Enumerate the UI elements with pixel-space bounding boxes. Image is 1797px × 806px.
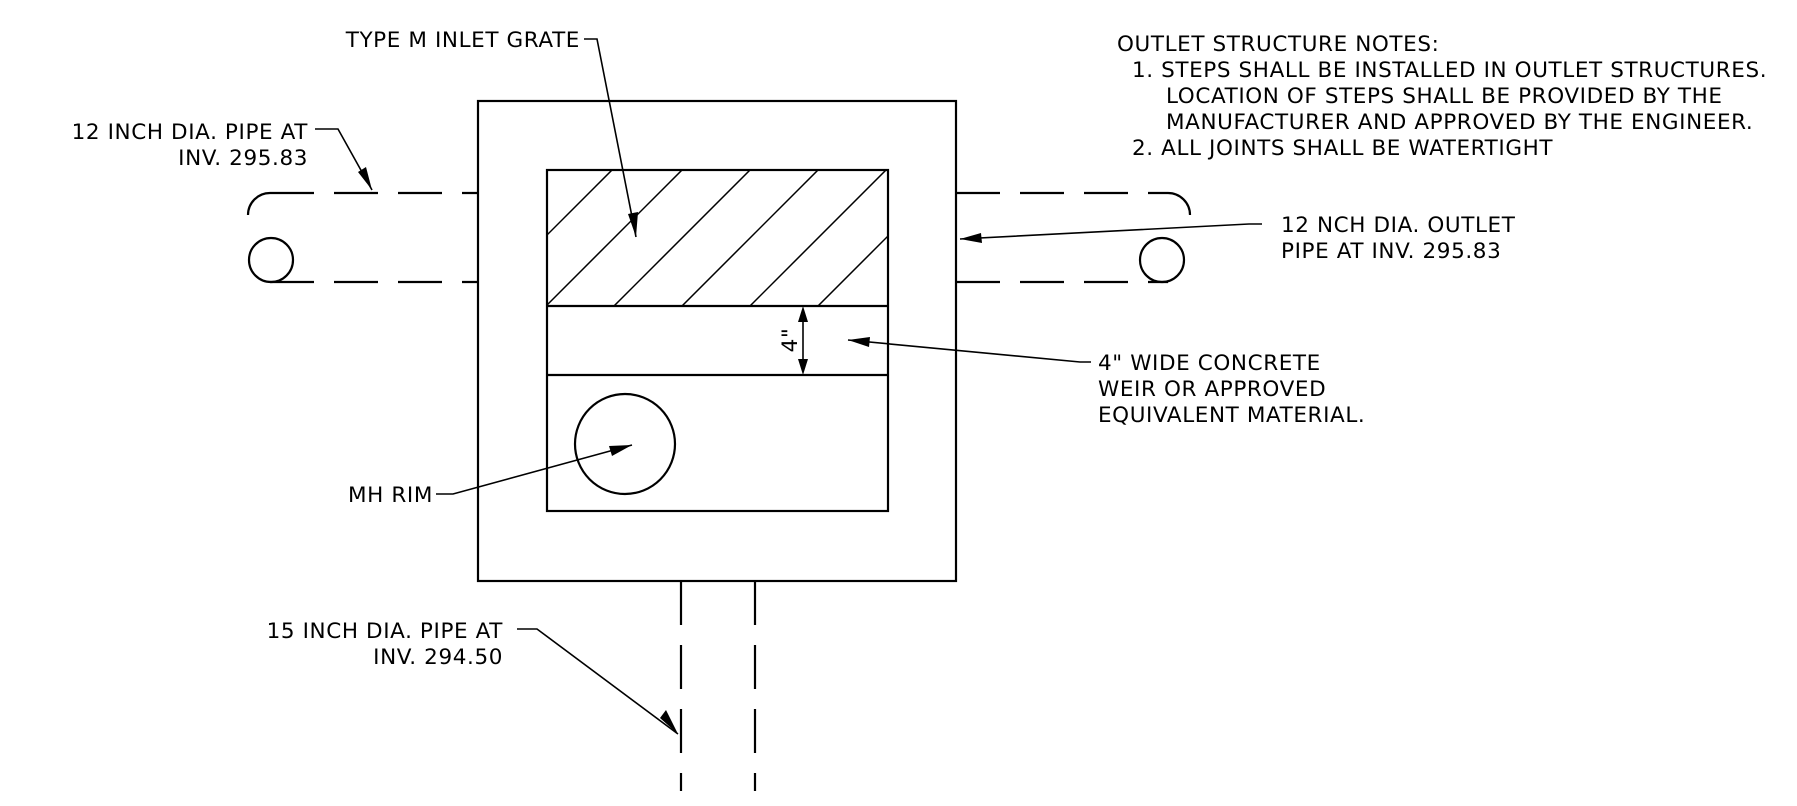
leader-right-pipe — [959, 223, 1262, 243]
label-left-pipe-line1: 12 INCH DIA. PIPE AT — [72, 120, 309, 145]
bottom-pipe — [679, 581, 757, 791]
outlet-structure-notes: OUTLET STRUCTURE NOTES: 1. STEPS SHALL B… — [1117, 32, 1767, 161]
left-pipe — [246, 191, 478, 284]
label-bottom-pipe-line2: INV. 294.50 — [373, 645, 503, 670]
notes-item-1: 1. STEPS SHALL BE INSTALLED IN OUTLET ST… — [1132, 58, 1767, 83]
notes-title: OUTLET STRUCTURE NOTES: — [1117, 32, 1439, 57]
label-right-pipe-line2: PIPE AT INV. 295.83 — [1281, 239, 1501, 264]
leader-left-pipe — [315, 128, 373, 191]
inlet-grate-hatch — [547, 170, 888, 306]
label-weir-line1: 4" WIDE CONCRETE — [1098, 351, 1321, 376]
leader-weir — [847, 337, 1091, 363]
weir-dimension: 4" — [778, 306, 808, 375]
leader-mh-rim — [436, 444, 633, 495]
notes-item-2: 2. ALL JOINTS SHALL BE WATERTIGHT — [1132, 136, 1553, 161]
label-right-pipe-line1: 12 NCH DIA. OUTLET — [1281, 213, 1516, 238]
inner-chamber — [545, 168, 890, 513]
notes-item-1-cont-1: LOCATION OF STEPS SHALL BE PROVIDED BY T… — [1166, 84, 1723, 109]
label-mh-rim: MH RIM — [348, 483, 433, 508]
label-bottom-pipe-line1: 15 INCH DIA. PIPE AT — [267, 619, 504, 644]
right-pipe — [956, 191, 1192, 284]
notes-item-1-cont-2: MANUFACTURER AND APPROVED BY THE ENGINEE… — [1166, 110, 1753, 135]
manhole-rim-circle — [573, 392, 677, 496]
structure-outline — [476, 99, 958, 583]
label-inlet-grate: TYPE M INLET GRATE — [345, 28, 580, 53]
label-weir-line2: WEIR OR APPROVED — [1098, 377, 1326, 402]
label-weir-line3: EQUIVALENT MATERIAL. — [1098, 403, 1365, 428]
leader-inlet-grate — [584, 38, 638, 238]
leader-bottom-pipe — [517, 628, 679, 735]
weir-dimension-label: 4" — [778, 328, 803, 353]
label-left-pipe-line2: INV. 295.83 — [178, 146, 308, 171]
